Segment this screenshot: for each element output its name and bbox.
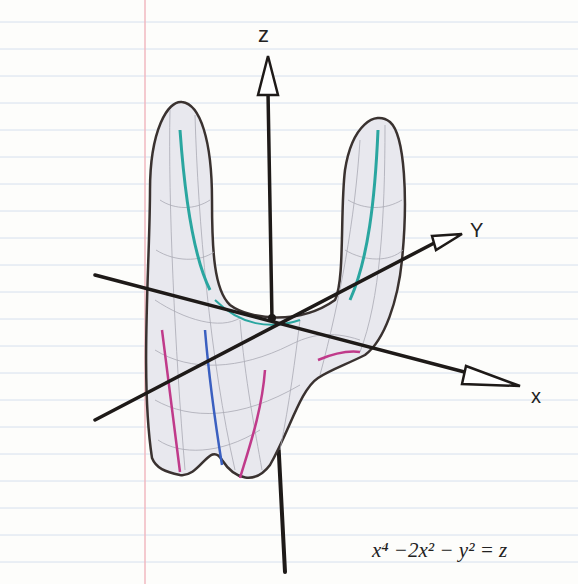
- notebook-lines: [0, 22, 578, 562]
- blue-curve: [205, 330, 222, 465]
- x-axis: [95, 275, 495, 380]
- y-axis: [95, 240, 440, 420]
- axis-label: z: [258, 24, 269, 46]
- origin-dot: [268, 314, 276, 322]
- z-axis: [268, 92, 272, 320]
- arrowhead: [258, 56, 278, 95]
- teal-curve: [180, 130, 210, 290]
- magenta-curve: [318, 352, 360, 360]
- axis-label: Y: [470, 220, 483, 240]
- equation-label: x⁴ −2x² − y² = z: [372, 540, 507, 561]
- magenta-curve: [162, 330, 180, 472]
- surface-mesh: [155, 110, 403, 470]
- arrowhead: [462, 366, 520, 386]
- magenta-curve: [240, 370, 265, 478]
- axis-label: x: [531, 386, 541, 406]
- arrowhead: [432, 234, 462, 250]
- margin-line: [144, 0, 146, 584]
- surface-outline: [146, 102, 405, 478]
